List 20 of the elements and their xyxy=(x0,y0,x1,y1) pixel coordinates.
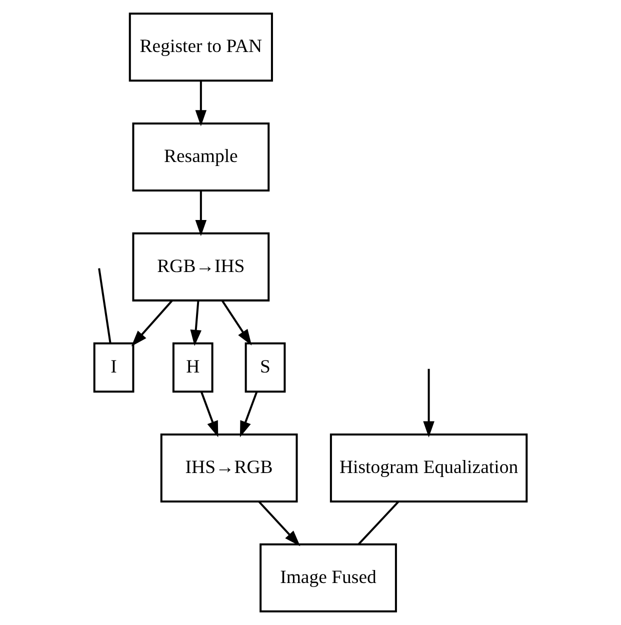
node-box: H xyxy=(172,342,214,393)
arrow xyxy=(222,300,252,346)
arrow xyxy=(131,300,173,346)
node-box: S xyxy=(244,342,286,393)
arrow xyxy=(423,368,434,438)
node-box: IHS→RGB xyxy=(160,433,298,502)
node-box: Image Fused xyxy=(260,543,397,612)
connector xyxy=(98,268,112,344)
arrow xyxy=(190,300,202,346)
node-box: RGB→IHS xyxy=(132,232,270,302)
connector xyxy=(358,500,400,545)
arrow xyxy=(195,80,207,126)
node-box: Register to PAN xyxy=(128,12,273,82)
arrow xyxy=(200,392,218,438)
arrow xyxy=(195,190,207,236)
node-box: Resample xyxy=(132,122,270,192)
node-box: I xyxy=(93,342,134,393)
arrow xyxy=(258,500,300,546)
arrow xyxy=(240,392,258,438)
node-box: Histogram Equalization xyxy=(330,433,528,502)
